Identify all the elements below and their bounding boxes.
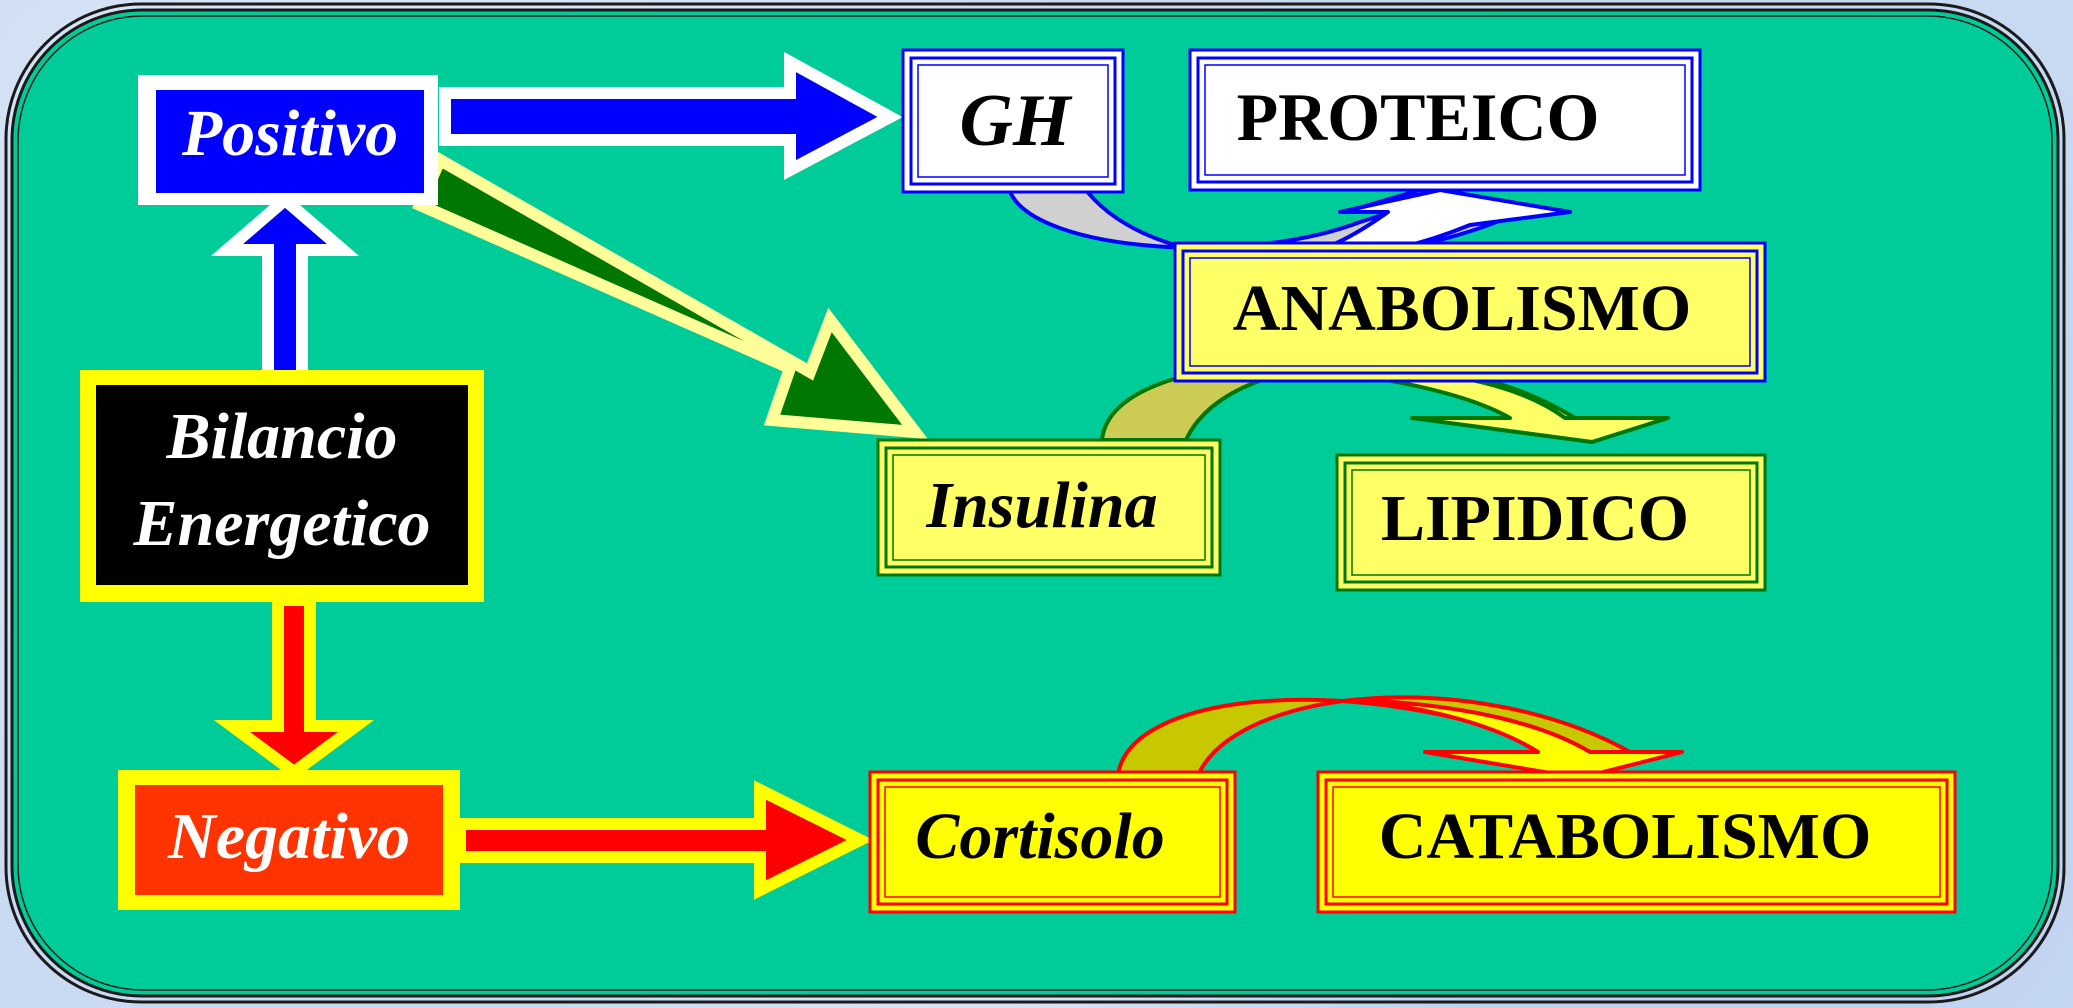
node-negativo-label: Negativo <box>167 800 410 873</box>
node-catabolismo-label: CATABOLISMO <box>1379 800 1872 873</box>
node-cortisolo-label: Cortisolo <box>915 800 1164 873</box>
node-proteico: PROTEICO <box>1188 48 1702 192</box>
node-bilancio-label-line1: Bilancio <box>165 400 397 473</box>
node-positivo-label: Positivo <box>181 97 398 170</box>
node-proteico-label: PROTEICO <box>1237 79 1600 155</box>
arrow-bilancio-to-positivo <box>210 192 360 388</box>
node-cortisolo: Cortisolo <box>868 770 1237 914</box>
node-gh: GH <box>901 48 1125 194</box>
arrow-positivo-to-insulina <box>412 151 928 440</box>
node-anabolismo-label: ANABOLISMO <box>1233 272 1691 345</box>
arrow-positivo-to-gh <box>439 51 903 180</box>
node-insulina: Insulina <box>876 438 1222 577</box>
node-catabolismo: CATABOLISMO <box>1316 770 1957 914</box>
node-anabolismo: ANABOLISMO <box>1173 241 1767 383</box>
node-lipidico-label: LIPIDICO <box>1381 482 1689 555</box>
node-lipidico: LIPIDICO <box>1335 453 1767 592</box>
arrow-cortisolo-to-catabolismo-head <box>1358 698 1684 780</box>
node-gh-label: GH <box>960 80 1073 162</box>
node-positivo: Positivo <box>138 75 438 205</box>
arrow-bilancio-to-negativo <box>213 594 375 780</box>
node-bilancio-label-line2: Energetico <box>133 487 431 560</box>
node-insulina-label: Insulina <box>925 469 1157 542</box>
node-bilancio-energetico: Bilancio Energetico <box>80 370 484 602</box>
arrow-negativo-to-cortisolo <box>454 780 874 900</box>
node-negativo: Negativo <box>118 770 460 910</box>
